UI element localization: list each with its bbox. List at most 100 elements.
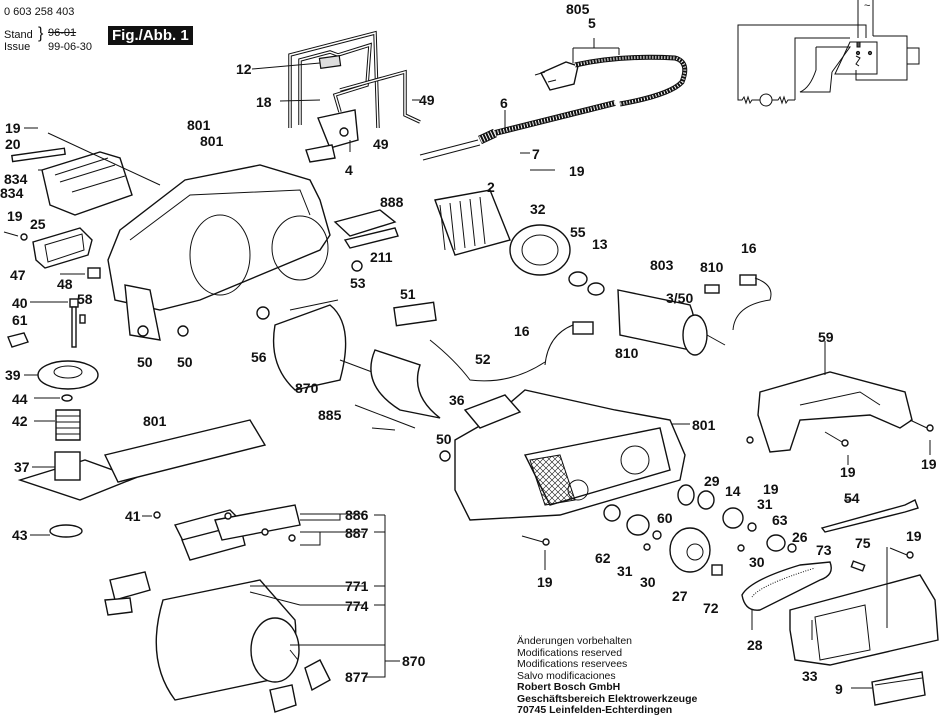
belt-cover-59 (757, 371, 934, 453)
part-label-50: 50 (177, 354, 193, 370)
part-label-42: 42 (12, 413, 28, 429)
part-label-72: 72 (703, 600, 719, 616)
notice-es: Salvo modificaciones (517, 669, 616, 682)
part-label-19: 19 (763, 481, 779, 497)
part-label-19: 19 (840, 464, 856, 480)
part-label-31: 31 (617, 563, 633, 579)
company-name: Robert Bosch GmbH (517, 681, 621, 693)
part-label-54: 54 (844, 490, 860, 506)
leader-lines (24, 62, 931, 689)
part-label-19: 19 (7, 208, 23, 224)
part-label-30: 30 (640, 574, 656, 590)
part-label-47: 47 (10, 267, 26, 283)
part-label-33: 33 (802, 668, 818, 684)
part-label-61: 61 (12, 312, 28, 328)
part-label-43: 43 (12, 527, 28, 543)
part-label-44: 44 (12, 391, 28, 407)
part-label-28: 28 (747, 637, 763, 653)
part-label-18: 18 (256, 94, 272, 110)
footer-notice: Änderungen vorbehalten Modifications res… (517, 635, 698, 717)
part-label-40: 40 (12, 295, 28, 311)
part-label-7: 7 (532, 146, 540, 162)
part-label-19: 19 (906, 528, 922, 544)
part-label-810: 810 (615, 345, 639, 361)
part-label-52: 52 (475, 351, 491, 367)
part-label-48: 48 (57, 276, 73, 292)
part-number: 0 603 258 403 (4, 6, 75, 18)
part-label-834: 834 (4, 171, 28, 187)
switch-harness (288, 30, 421, 163)
part-label-19: 19 (537, 574, 553, 590)
part-label-16: 16 (741, 240, 757, 256)
part-label-49: 49 (373, 136, 389, 152)
company-division: Geschäftsbereich Elektrowerkzeuge (517, 692, 698, 705)
part-label-30: 30 (749, 554, 765, 570)
part-label-59: 59 (818, 329, 834, 345)
notice-en: Modifications reserved (517, 646, 623, 659)
part-label-13: 13 (592, 236, 608, 252)
part-label-62: 62 (595, 550, 611, 566)
issue-label: Issue (4, 41, 31, 53)
part-label-885: 885 (318, 407, 342, 423)
part-label-25: 25 (30, 216, 46, 232)
part-label-27: 27 (672, 588, 688, 604)
part-label-16: 16 (514, 323, 530, 339)
depth-adjust-assembly (7, 298, 267, 538)
part-label-73: 73 (816, 542, 832, 558)
part-label-63: 63 (772, 512, 788, 528)
power-cord (419, 38, 688, 161)
housing-parts-left (3, 132, 161, 279)
part-label-58: 58 (77, 291, 93, 307)
part-label-19: 19 (5, 120, 21, 136)
part-label-834: 834 (0, 185, 24, 201)
company-address: 70745 Leinfelden-Echterdingen (517, 704, 673, 716)
part-label-50: 50 (137, 354, 153, 370)
part-label-55: 55 (570, 224, 586, 240)
part-label-12: 12 (236, 61, 252, 77)
nuts (137, 306, 451, 462)
part-label-887: 887 (345, 525, 369, 541)
part-label-2: 2 (487, 179, 495, 195)
ac-symbol: ~ (864, 0, 871, 12)
part-label-60: 60 (657, 510, 673, 526)
part-label-31: 31 (757, 496, 773, 512)
part-label-801: 801 (187, 117, 211, 133)
cutter-block-assembly (104, 504, 400, 713)
part-label-39: 39 (5, 367, 21, 383)
part-label-29: 29 (704, 473, 720, 489)
part-label-888: 888 (380, 194, 404, 210)
gearbox-housing (454, 389, 686, 546)
part-label-19: 19 (921, 456, 937, 472)
part-label-211: 211 (370, 249, 393, 265)
part-label-26: 26 (792, 529, 808, 545)
belt-and-cover (741, 499, 939, 706)
part-label-32: 32 (530, 201, 546, 217)
part-label-870: 870 (402, 653, 426, 669)
stator-armature (434, 189, 772, 366)
part-label-14: 14 (725, 483, 741, 499)
notice-de: Änderungen vorbehalten (517, 635, 633, 647)
main-housing (107, 164, 399, 341)
part-label-805: 805 (566, 1, 590, 17)
part-label-774: 774 (345, 598, 369, 614)
figure-label: Fig./Abb. 1 (108, 26, 193, 45)
motor-assembly (272, 299, 546, 429)
part-label-801: 801 (200, 133, 224, 149)
wiring-schematic (737, 0, 920, 107)
part-label-810: 810 (700, 259, 724, 275)
part-label-870: 870 (295, 380, 319, 396)
issue-date: 99-06-30 (48, 41, 93, 53)
part-label-886: 886 (345, 507, 369, 523)
part-label-5: 5 (588, 15, 596, 31)
part-label-75: 75 (855, 535, 871, 551)
part-label-49: 49 (419, 92, 435, 108)
part-label-771: 771 (345, 578, 369, 594)
part-label-19: 19 (569, 163, 585, 179)
part-label-50: 50 (436, 431, 452, 447)
part-label-801: 801 (692, 417, 716, 433)
part-label-877: 877 (345, 669, 369, 685)
part-label-9: 9 (835, 681, 843, 697)
part-label-803: 803 (650, 257, 674, 273)
gear-train (603, 436, 797, 576)
